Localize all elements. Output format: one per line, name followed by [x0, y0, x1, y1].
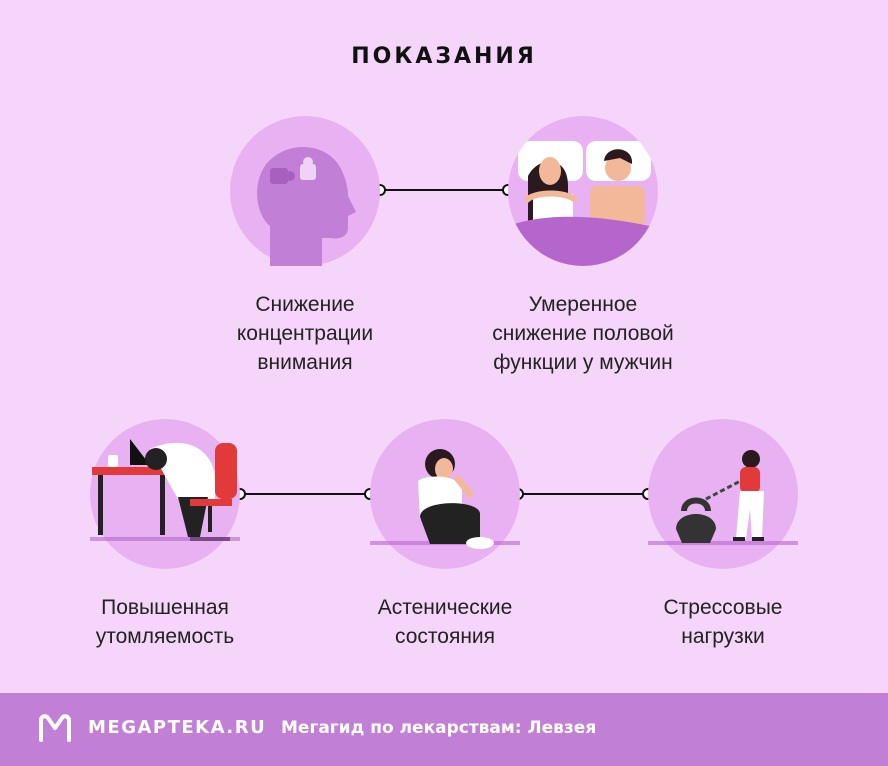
- node-label-fatigue: Повышенная утомляемость: [35, 593, 295, 651]
- node-sexual-function: [508, 116, 658, 266]
- sad-sitting-person-icon: [370, 419, 520, 569]
- node-label-sexual-function: Умеренное снижение половой функции у муж…: [453, 290, 713, 377]
- node-label-concentration: Снижение концентрации внимания: [175, 290, 435, 377]
- megapteka-logo-icon: [39, 714, 71, 742]
- node-stress: [648, 419, 798, 569]
- label-text: Повышенная утомляемость: [95, 596, 235, 648]
- page-title: ПОКАЗАНИЯ: [351, 44, 537, 69]
- couple-in-bed-icon: [508, 116, 658, 266]
- label-text: Снижение концентрации внимания: [236, 293, 374, 374]
- node-label-stress: Стрессовые нагрузки: [593, 593, 853, 651]
- kettlebell-chain-icon: [648, 419, 798, 569]
- node-concentration: [230, 116, 380, 266]
- node-label-asthenic: Астенические состояния: [315, 593, 575, 651]
- head-puzzle-icon: [230, 116, 380, 266]
- tired-worker-icon: [90, 419, 240, 569]
- footer-brand[interactable]: MEGAPTEKA.RU: [88, 717, 267, 738]
- footer: MEGAPTEKA.RU Мегагид по лекарствам: Левз…: [0, 693, 888, 766]
- label-text: Стрессовые нагрузки: [663, 596, 783, 648]
- label-text: Умеренное снижение половой функции у муж…: [492, 293, 674, 374]
- node-asthenic: [370, 419, 520, 569]
- footer-tagline: Мегагид по лекарствам: Левзея: [281, 718, 597, 738]
- node-fatigue: [90, 419, 240, 569]
- label-text: Астенические состояния: [377, 596, 513, 648]
